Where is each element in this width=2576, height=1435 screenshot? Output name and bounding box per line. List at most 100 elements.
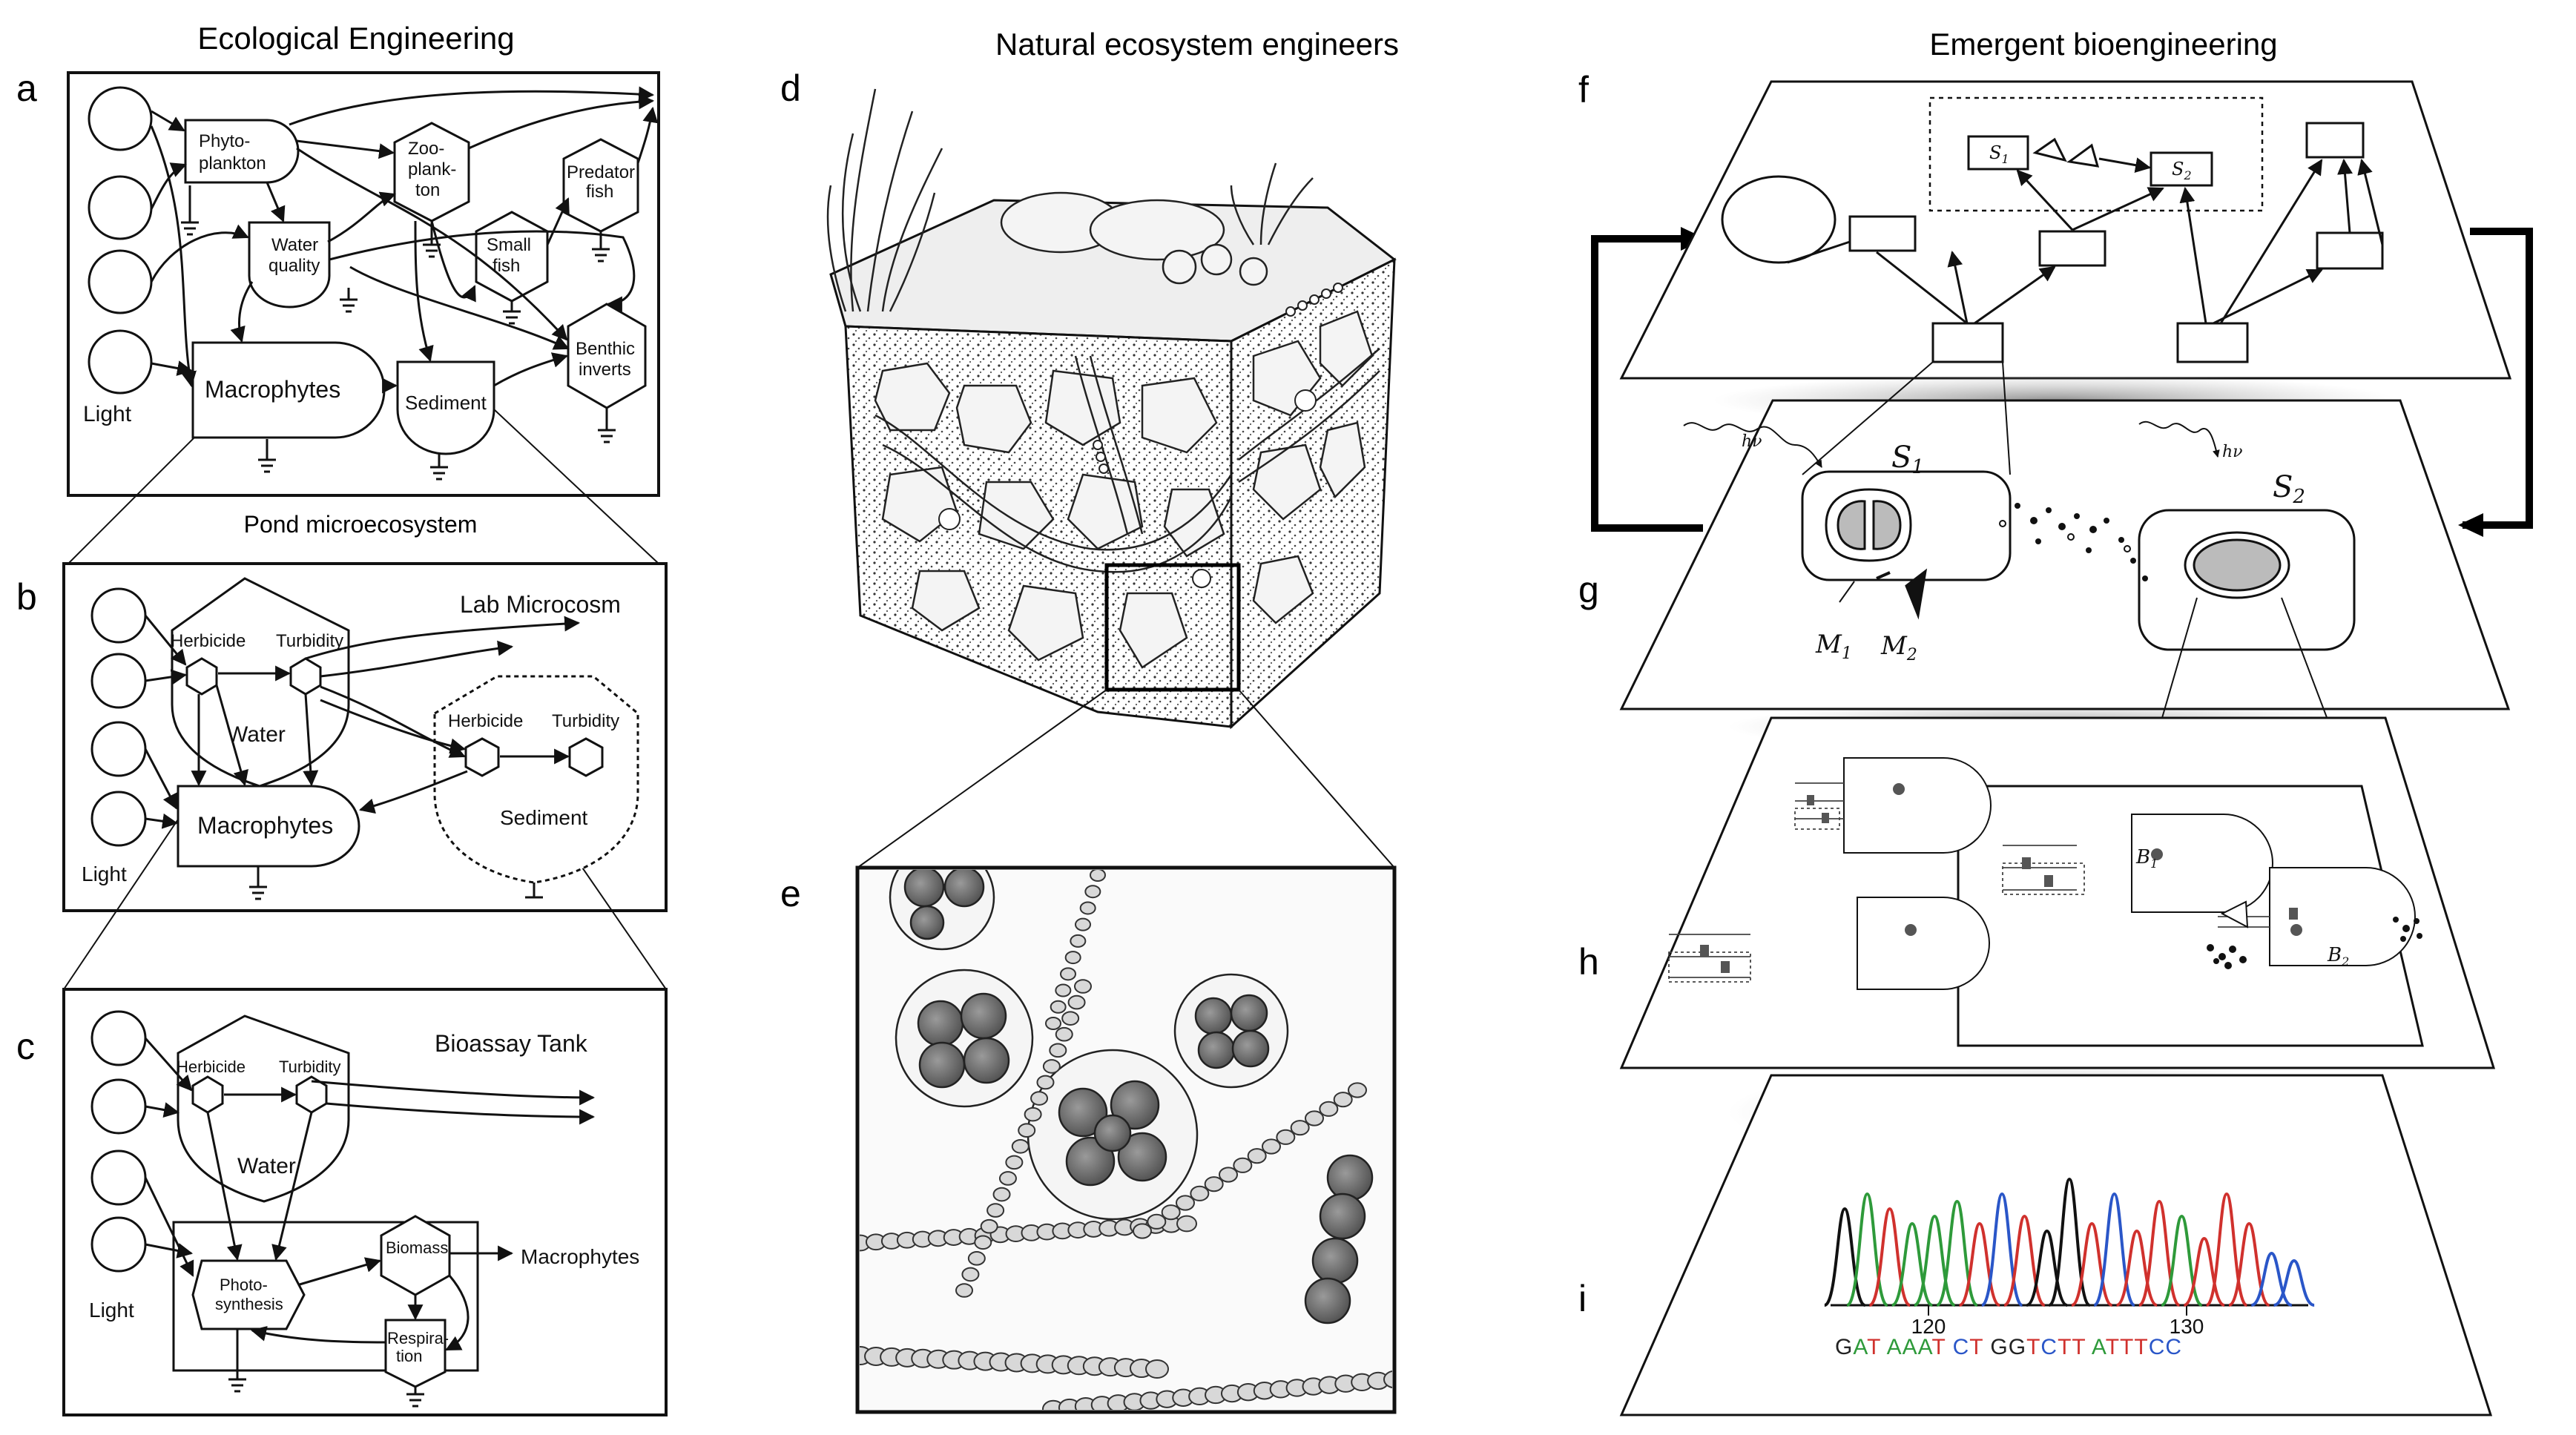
filament-cell: [1011, 1138, 1030, 1154]
dna-base: T: [1931, 1335, 1946, 1359]
label-tick-120: 120: [1911, 1315, 1946, 1338]
panel-letter-f: f: [1578, 69, 1589, 110]
filament-cell: [961, 1267, 980, 1282]
label-macrophytes-a: Macrophytes: [205, 376, 340, 403]
filament-cell: [1147, 1213, 1167, 1230]
svg-text:M1: M1: [1815, 630, 1852, 663]
svg-text:S2: S2: [2273, 470, 2305, 508]
label-turbidity-c: Turbidity: [279, 1058, 341, 1076]
label-benthic-2: inverts: [579, 360, 631, 380]
label-tick-130: 130: [2170, 1315, 2204, 1338]
filament-cell: [980, 1218, 998, 1234]
filament-cell: [1030, 1091, 1049, 1106]
label-water-quality-2: quality: [269, 256, 320, 276]
svg-text:S2: S2: [2172, 159, 2192, 182]
filament-cell: [1074, 979, 1092, 994]
label-macrophytes-c: Macrophytes: [521, 1245, 639, 1268]
panel-letter-b: b: [16, 576, 37, 618]
label-predator-1: Predator: [567, 162, 635, 182]
label-S1-g-sub: 1: [1911, 456, 1924, 478]
panel-letter-e: e: [780, 873, 801, 914]
panel-letter-g: g: [1578, 569, 1599, 610]
filament-cell: [1064, 951, 1081, 965]
zoom-lines-d-e: [857, 689, 1395, 868]
dna-base: G: [1835, 1335, 1853, 1359]
label-turbidity-b: Turbidity: [276, 631, 343, 651]
label-B1: B: [2135, 846, 2150, 868]
filament-cell: [1060, 967, 1076, 981]
filament-cell: [1055, 1026, 1073, 1042]
svg-text:B2: B2: [2327, 944, 2349, 969]
panel-letter-h: h: [1578, 941, 1599, 983]
label-s1-f-sub: 1: [2001, 152, 2009, 166]
filament-cell: [1050, 1000, 1067, 1014]
feedback-loop-arrows: [1591, 228, 2533, 532]
filament-cell: [1290, 1120, 1310, 1136]
label-water-b: Water: [227, 722, 286, 747]
molecule-dots: [1999, 503, 2148, 581]
chromatogram-peak: [2026, 1229, 2068, 1307]
label-sed-turbidity: Turbidity: [552, 711, 619, 731]
filament-cell: [1176, 1215, 1197, 1233]
filament-cell: [974, 1235, 992, 1250]
dna-base: T: [2026, 1335, 2040, 1359]
label-water-c: Water: [237, 1154, 296, 1178]
label-benthic-1: Benthic: [576, 339, 635, 359]
chromatogram-peak: [1958, 1221, 2001, 1307]
dna-base: [1946, 1335, 1952, 1359]
dna-base: [1983, 1335, 1990, 1359]
plane-f: [1619, 80, 2512, 380]
chromatogram-peak: [2071, 1221, 2113, 1307]
label-macrophytes-b: Macrophytes: [197, 812, 333, 839]
filament-cell: [1262, 1138, 1281, 1155]
plane-i: [1619, 1074, 2493, 1416]
label-photo-2: synthesis: [215, 1295, 283, 1313]
filament-cell: [1055, 983, 1072, 997]
label-water-quality-1: Water: [271, 235, 318, 255]
filament-cell: [967, 1251, 986, 1266]
dna-base: A: [1903, 1335, 1918, 1359]
dna-base: A: [1918, 1335, 1933, 1359]
panel-letter-c: c: [16, 1026, 35, 1067]
label-bioassay-tank: Bioassay Tank: [435, 1030, 588, 1057]
label-phyto-1: Phyto-: [199, 131, 250, 151]
label-s2-f-sub: 2: [2183, 168, 2191, 182]
svg-text:S1: S1: [1989, 142, 2009, 166]
label-hv-1: hν: [1742, 432, 1762, 451]
chromatogram-peak: [2115, 1229, 2158, 1307]
plane-f-labels: S1 S2: [1989, 142, 2192, 182]
label-light-a: Light: [83, 402, 132, 426]
filament-cell: [1075, 917, 1091, 931]
filament-cell: [1305, 1110, 1324, 1126]
dna-base: [2086, 1335, 2092, 1359]
filament-cell: [1161, 1204, 1181, 1221]
label-herbicide-b: Herbicide: [171, 631, 246, 651]
label-small-fish-1: Small: [487, 235, 531, 255]
label-S1-g: S: [1891, 441, 1911, 475]
filament-cell: [1276, 1129, 1296, 1145]
label-S2-g: S: [2273, 470, 2293, 504]
panel-a-pond-model: [67, 71, 660, 497]
plane-g: [1619, 361, 2511, 1069]
plane-h: [1619, 716, 2496, 1069]
label-S2-g-sub: 2: [2292, 486, 2305, 508]
plane-h-labels: B1 B2: [2135, 846, 2349, 969]
filament-cell: [1145, 1359, 1169, 1379]
filament-cell: [1042, 1059, 1061, 1074]
filament-cell: [1219, 1167, 1238, 1183]
label-M1: M: [1815, 630, 1842, 659]
filament-cell: [1319, 1101, 1339, 1117]
dna-base: T: [2058, 1335, 2072, 1359]
dna-base: T: [2134, 1335, 2148, 1359]
filament-cell: [1036, 1075, 1055, 1090]
label-B2: B: [2327, 944, 2342, 966]
dna-base: T: [2072, 1335, 2086, 1359]
filament-cell: [1247, 1148, 1267, 1164]
label-zoo-2: plank-: [408, 159, 456, 179]
chromatogram-traces: [1823, 1177, 2315, 1307]
filament-cell: [1045, 1017, 1061, 1030]
filament-cell: [1018, 1123, 1036, 1138]
panel-c-bioassay-tank: [62, 988, 668, 1416]
filament-cell: [1061, 1011, 1080, 1026]
label-B2-sub: 2: [2341, 954, 2349, 969]
